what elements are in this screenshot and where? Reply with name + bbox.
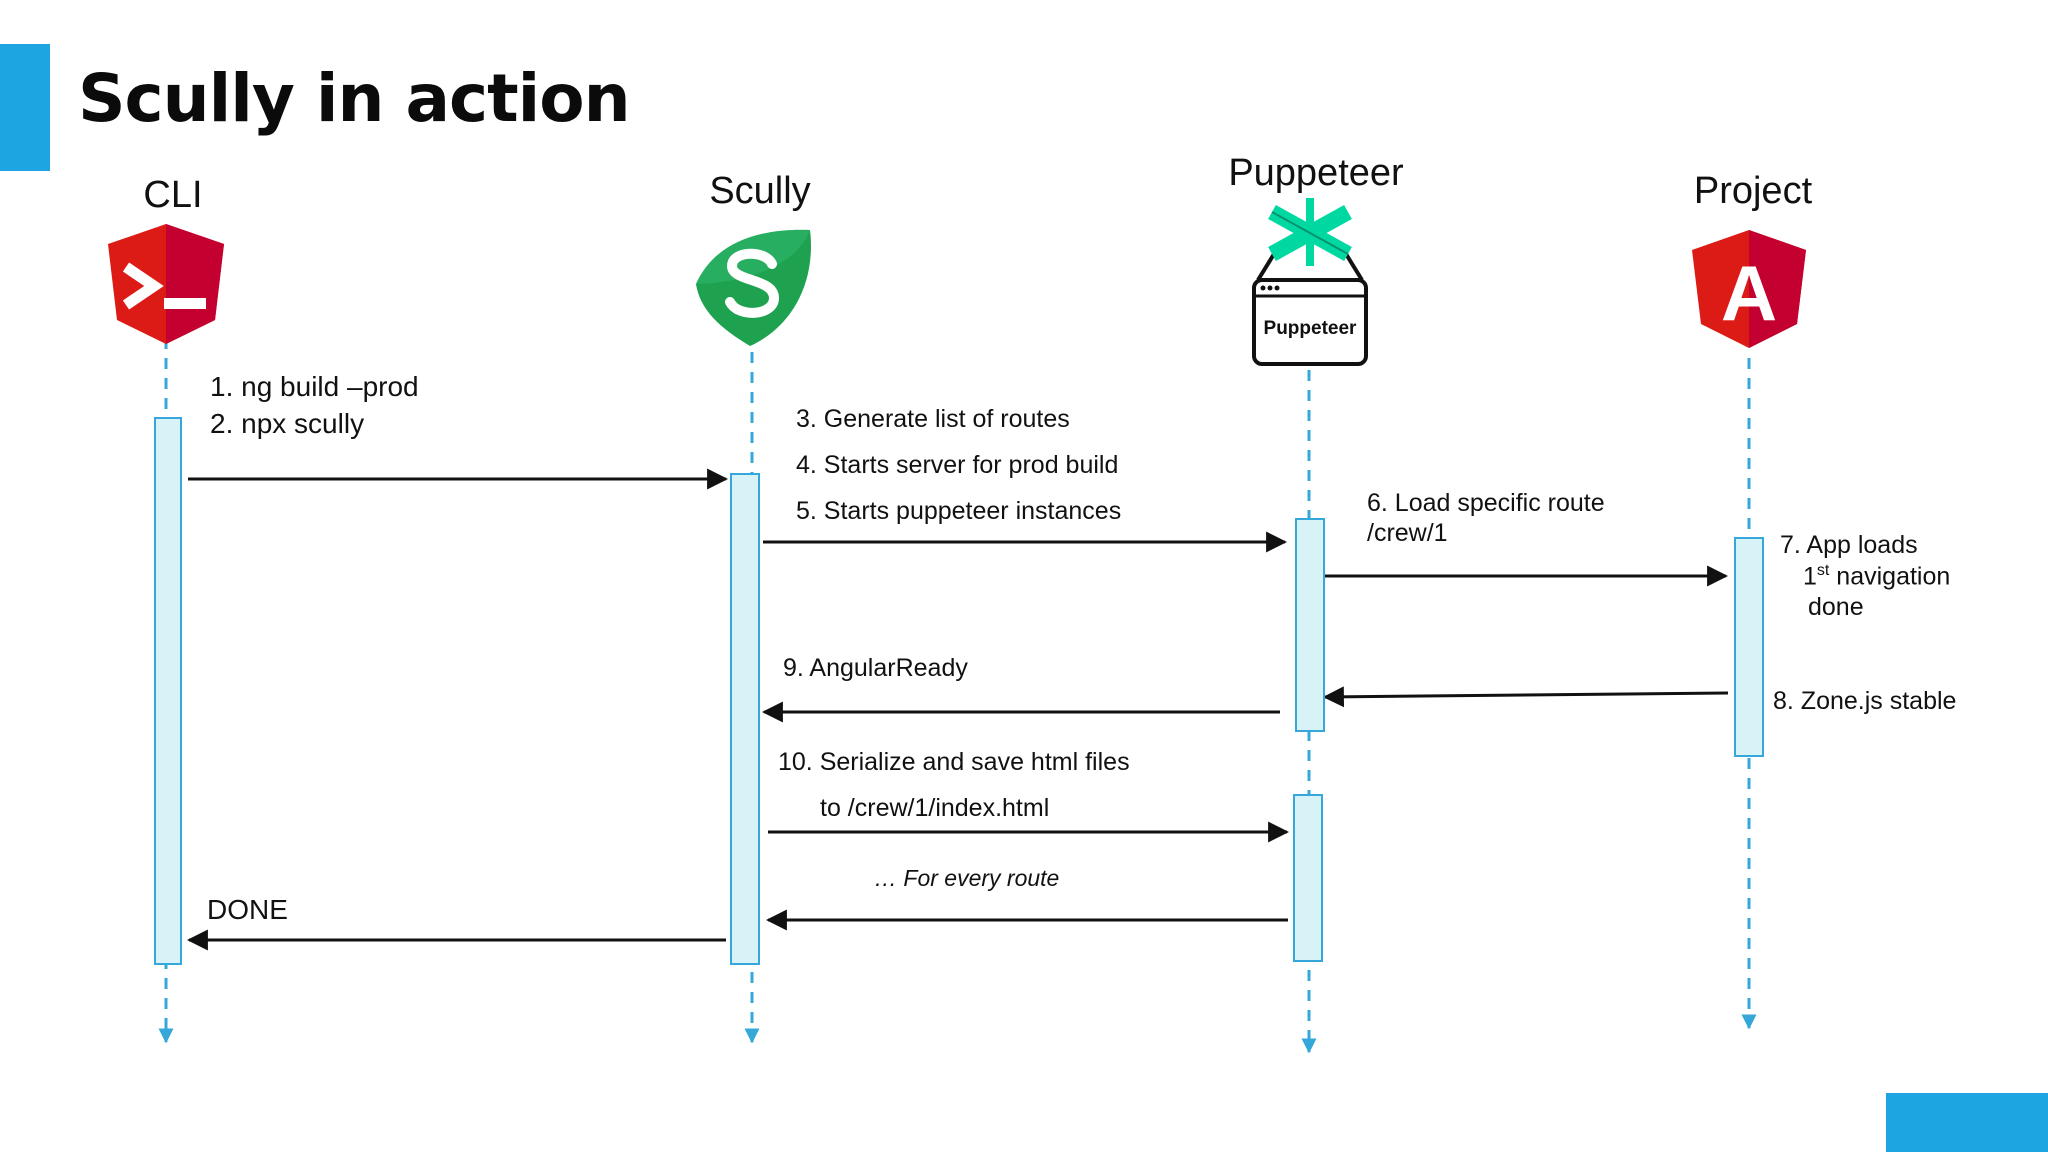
step-7-navigation: 1st navigation: [1803, 563, 1950, 589]
step-3-label: 3. Generate list of routes: [796, 405, 1070, 433]
step-4-label: 4. Starts server for prod build: [796, 451, 1119, 479]
accent-bar-left: [0, 44, 50, 171]
activation-puppeteer-2: [1293, 794, 1323, 962]
step-7-label: 7. App loads: [1780, 531, 1918, 559]
activation-cli: [154, 417, 182, 965]
step-7-ordinal: 1: [1803, 562, 1817, 591]
step-2-label: 2. npx scully: [210, 408, 365, 439]
angular-cli-terminal-icon: [108, 224, 224, 344]
step-5-label: 5. Starts puppeteer instances: [796, 497, 1122, 525]
puppeteer-logo-icon: Puppeteer: [1252, 198, 1368, 366]
angular-icon-letter: A: [1721, 249, 1777, 337]
step-7-ordinal-suffix: st: [1816, 562, 1830, 579]
scully-logo-icon: [696, 229, 811, 346]
activation-scully: [730, 473, 760, 965]
loop-annotation: … For every route: [874, 865, 1060, 891]
step-6-route: /crew/1: [1367, 519, 1448, 547]
participant-label-puppeteer: Puppeteer: [1228, 152, 1404, 194]
participant-label-project: Project: [1693, 170, 1813, 212]
accent-bar-bottom-right: [1886, 1093, 2048, 1152]
step-9-label: 9. AngularReady: [783, 654, 968, 682]
slide-title: Scully in action: [78, 60, 631, 137]
step-10-path: to /crew/1/index.html: [820, 794, 1050, 822]
activation-project: [1734, 537, 1764, 757]
participant-label-cli: CLI: [143, 174, 203, 216]
step-7-navigation-text: navigation: [1829, 562, 1951, 591]
step-7-done: done: [1808, 593, 1864, 621]
step-1-label: 1. ng build –prod: [210, 371, 419, 402]
participant-label-scully: Scully: [709, 170, 811, 212]
puppeteer-icon-text: Puppeteer: [1264, 318, 1358, 339]
activation-puppeteer-1: [1295, 518, 1325, 732]
step-6-label: 6. Load specific route: [1367, 489, 1605, 517]
angular-logo-icon: A: [1692, 230, 1806, 348]
done-label: DONE: [207, 894, 288, 925]
step-10-label: 10. Serialize and save html files: [778, 748, 1130, 776]
step-8-label: 8. Zone.js stable: [1773, 687, 1957, 715]
arrow-project-to-puppeteer: [1322, 686, 1729, 708]
